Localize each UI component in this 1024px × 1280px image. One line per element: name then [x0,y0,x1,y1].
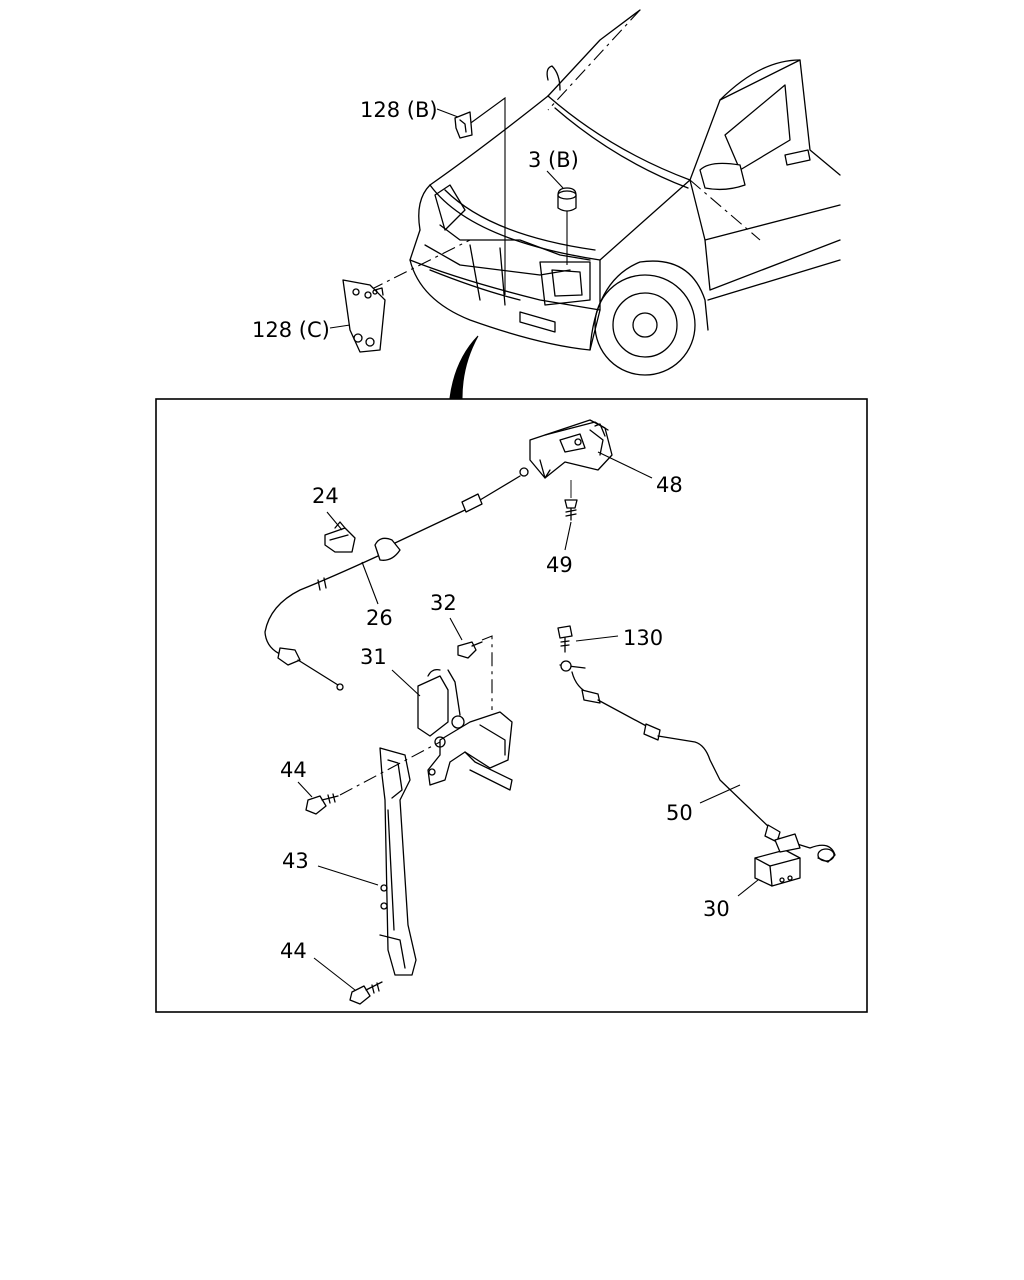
label-31: 31 [360,645,387,669]
label-128b: 128 (B) [360,98,438,122]
part-31-latch-assembly [417,668,513,791]
label-43: 43 [282,849,309,873]
label-24: 24 [312,484,339,508]
label-44-lower: 44 [280,939,307,963]
part-128c-bracket [342,279,386,353]
label-48: 48 [656,473,683,497]
part-24-clip [324,521,356,553]
detail-frame [155,398,868,1013]
part-43-support-bracket [379,747,417,976]
label-128c: 128 (C) [252,318,330,342]
label-32: 32 [430,591,457,615]
part-48-hood-latch [529,419,613,479]
detail-view-arrow [449,335,479,399]
part-49-screw [564,499,578,521]
label-50: 50 [666,801,693,825]
part-128b-clip [454,111,473,139]
part-44-bolt-upper [305,793,339,815]
part-130-bolt [557,625,573,653]
label-44-upper: 44 [280,758,307,782]
label-3b: 3 (B) [528,148,579,172]
part-30-connector [754,833,801,887]
part-44-bolt-lower [349,981,383,1005]
label-130: 130 [623,626,663,650]
label-49: 49 [546,553,573,577]
label-30: 30 [703,897,730,921]
part-3b-bumper [557,187,577,212]
part-50-wire-harness [559,660,836,863]
vehicle-front-illustration [369,9,841,376]
part-26-release-cable [264,467,529,691]
label-26: 26 [366,606,393,630]
part-32-bolt [457,641,483,659]
